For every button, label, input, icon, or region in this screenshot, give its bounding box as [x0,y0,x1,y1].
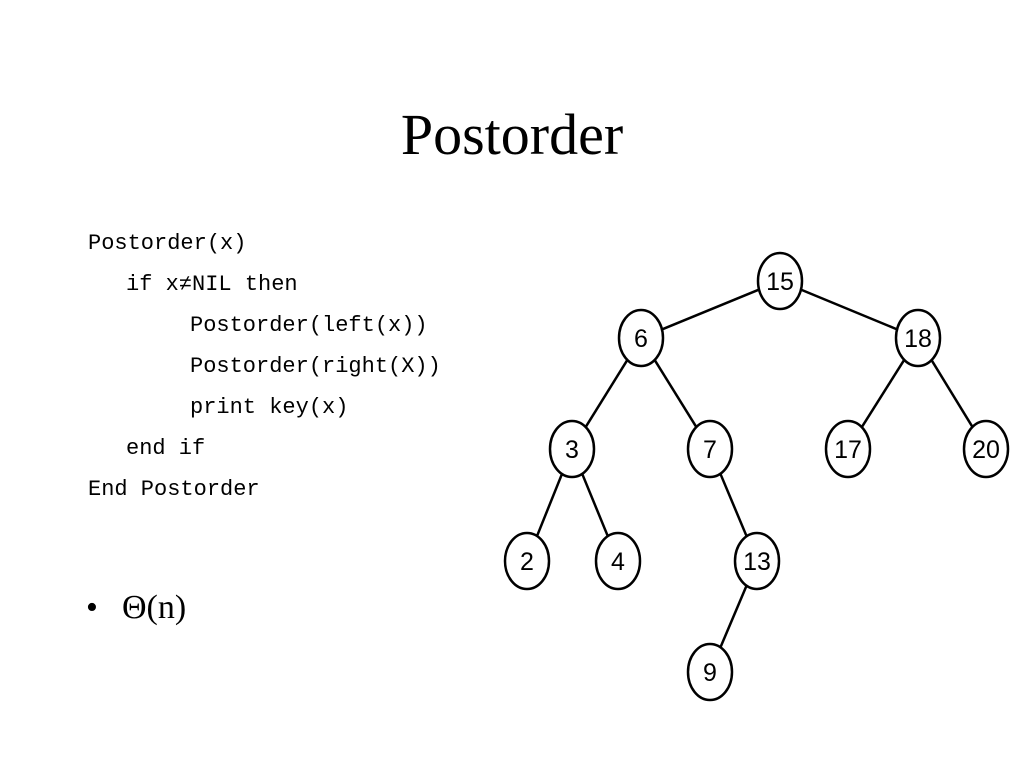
tree-node-circle [686,642,734,702]
tree-node-circle [686,419,734,479]
code-line: Postorder(left(x)) [190,313,428,338]
tree-node-17: 17 [824,419,872,479]
tree-edge-6-7 [653,359,698,428]
tree-edge-15-18 [800,288,898,331]
tree-node-label: 3 [565,436,579,464]
code-line: end if [126,436,206,461]
code-line: print key(x) [190,395,349,420]
tree-node-circle [824,419,872,479]
tree-node-circle [617,308,665,368]
tree-node-4: 4 [594,531,642,591]
tree-node-7: 7 [686,419,734,479]
tree-node-circle [962,419,1010,479]
slide-title: Postorder [400,102,624,167]
tree-node-20: 20 [962,419,1010,479]
tree-edge-7-13 [719,473,748,537]
tree-edge-3-2 [535,473,564,537]
tree-edge-15-6 [661,288,760,331]
tree-node-label: 9 [703,659,717,687]
tree-edge-3-4 [581,473,609,537]
tree-node-6: 6 [617,308,665,368]
tree-node-label: 4 [611,548,625,576]
tree-node-circle [548,419,596,479]
code-line: if x≠NIL then [126,272,298,297]
tree-node-circle [894,308,942,368]
tree-node-label: 13 [743,548,771,576]
tree-edge-13-9 [719,585,748,648]
code-line: End Postorder [88,477,260,502]
tree-node-9: 9 [686,642,734,702]
tree-node-15: 15 [756,251,804,311]
tree-edge-18-17 [860,359,906,428]
tree-node-circle [503,531,551,591]
tree-node-circle [756,251,804,311]
tree-node-label: 2 [520,548,534,576]
complexity-bullet: • Θ(n) [86,584,186,632]
tree-node-2: 2 [503,531,551,591]
tree-node-13: 13 [733,531,781,591]
tree-node-label: 7 [703,436,717,464]
tree-node-18: 18 [894,308,942,368]
code-line: Postorder(right(X)) [190,354,441,379]
code-line: Postorder(x) [88,231,247,256]
tree-node-label: 18 [904,325,932,353]
tree-node-circle [594,531,642,591]
tree-node-circle [733,531,781,591]
complexity-text: Θ(n) [122,589,187,626]
tree-node-label: 15 [766,268,794,296]
tree-edge-6-3 [584,359,629,428]
tree-node-3: 3 [548,419,596,479]
tree-edge-18-20 [930,359,974,428]
tree-node-label: 17 [834,436,862,464]
tree-node-label: 6 [634,325,648,353]
tree-node-label: 20 [972,436,1000,464]
bullet-marker: • [86,589,98,626]
